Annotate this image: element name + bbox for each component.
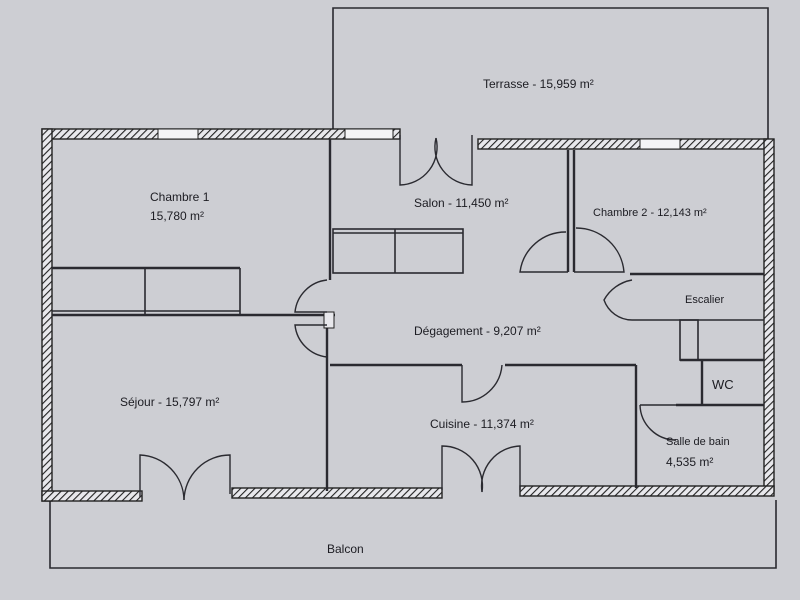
room-labels: Terrasse - 15,959 m² Chambre 1 15,780 m²… — [120, 77, 734, 556]
chambre1-area-label: 15,780 m² — [150, 209, 204, 223]
sdb-area-label: 4,535 m² — [666, 455, 713, 469]
salon-label: Salon - 11,450 m² — [414, 196, 509, 210]
degagement-label: Dégagement - 9,207 m² — [414, 324, 541, 338]
doors — [139, 135, 677, 501]
exterior-walls — [41, 128, 775, 502]
salon-door-left — [399, 135, 438, 186]
sdb-name-label: Salle de bain — [666, 436, 730, 448]
sdb-door — [639, 404, 677, 441]
sejour-door-left — [139, 454, 185, 501]
balcony-outline — [49, 500, 777, 569]
escalier-label: Escalier — [685, 294, 724, 306]
interior-walls — [52, 139, 764, 491]
sejour-door — [294, 324, 328, 358]
sejour-door-right — [183, 454, 231, 501]
cuisine-door-right — [480, 445, 521, 493]
wc-label: WC — [712, 377, 734, 392]
escalier-door — [603, 279, 633, 321]
windows — [157, 128, 681, 150]
cuisine-label: Cuisine - 11,374 m² — [430, 417, 534, 431]
chambre2-label: Chambre 2 - 12,143 m² — [593, 207, 707, 219]
cuisine-door — [461, 364, 503, 403]
cuisine-door-left — [441, 445, 484, 493]
salon-door-right — [434, 135, 473, 186]
chambre1-name-label: Chambre 1 — [150, 190, 210, 204]
terrasse-label: Terrasse - 15,959 m² — [483, 77, 594, 91]
terrace-outline — [332, 7, 769, 140]
salon-door — [519, 231, 568, 273]
balcon-label: Balcon — [327, 542, 364, 556]
chambre2-door — [574, 227, 625, 273]
chambre1-door — [294, 279, 328, 313]
sejour-label: Séjour - 15,797 m² — [120, 395, 219, 409]
